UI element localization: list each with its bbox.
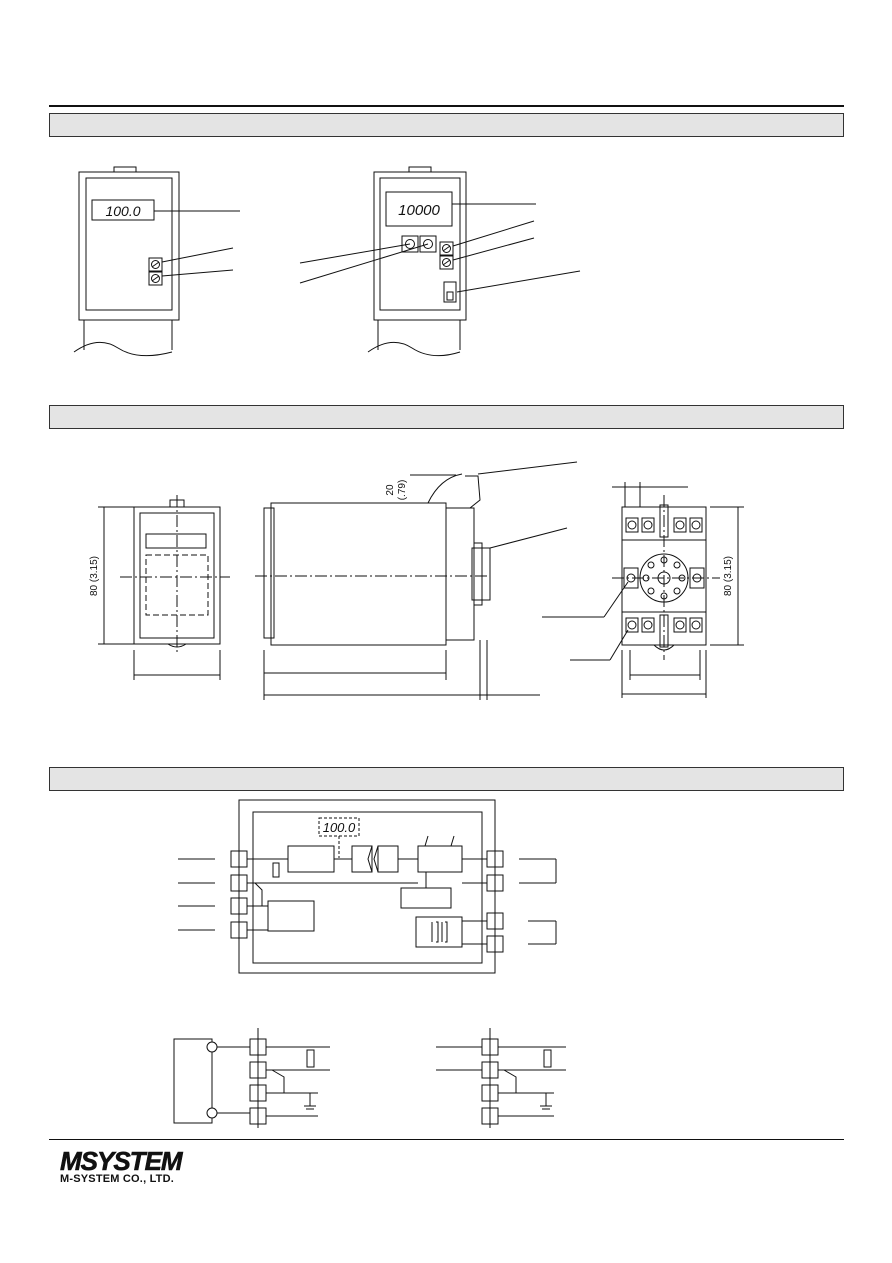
front-panel-left xyxy=(73,166,240,357)
rail-offset-inch-label: (.79) xyxy=(397,480,408,501)
left-display-readout: 100.0 xyxy=(105,203,140,219)
block-display-readout: 100.0 xyxy=(323,820,356,835)
dimension-socket-view xyxy=(542,482,744,698)
footer-rule xyxy=(49,1139,844,1140)
company-logo: MSYSTEM xyxy=(60,1146,190,1179)
svg-text:MSYSTEM: MSYSTEM xyxy=(60,1148,184,1174)
adjust-screw-icon xyxy=(148,257,163,286)
height-dimension-label: 80 (3.15) xyxy=(89,556,100,596)
company-name: M-SYSTEM CO., LTD. xyxy=(60,1173,175,1185)
connection-example-2wire xyxy=(173,1028,330,1128)
height-dimension-label-right: 80 (3.15) xyxy=(723,556,734,596)
section-bar-schematic xyxy=(49,767,844,791)
section-bar-front-view xyxy=(49,113,844,137)
dimension-side-view xyxy=(255,461,578,700)
section-bar-dimensions xyxy=(49,405,844,429)
dimension-front-view xyxy=(98,495,230,680)
msystem-logo-icon: MSYSTEM xyxy=(60,1146,186,1177)
connection-example-current-input xyxy=(436,1028,566,1128)
top-rule xyxy=(49,105,844,107)
front-panel-right xyxy=(299,166,581,357)
rail-offset-label: 20 xyxy=(385,484,396,496)
right-display-readout: 10000 xyxy=(398,202,440,219)
